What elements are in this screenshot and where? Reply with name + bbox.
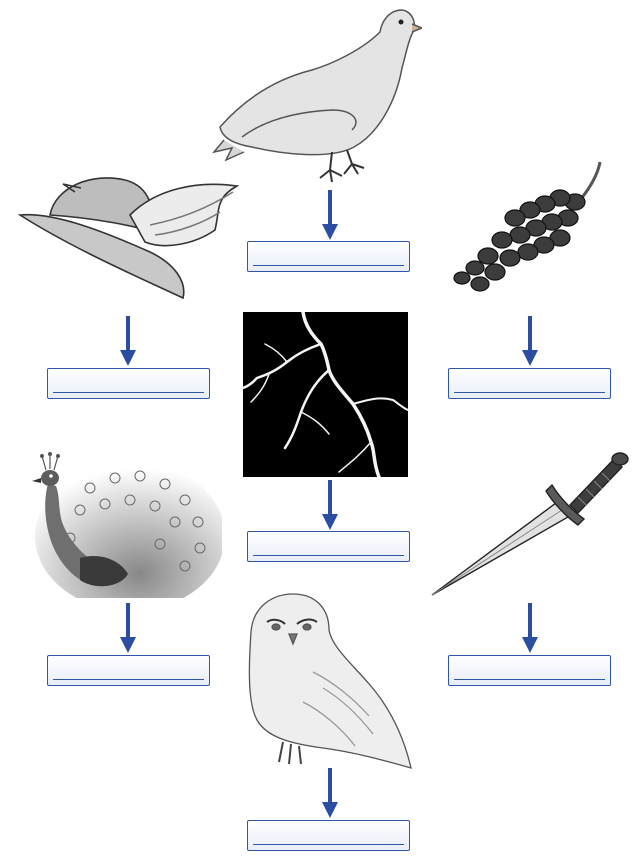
lightning-answer-box[interactable] [247, 531, 410, 562]
lightning-answer-line [253, 555, 404, 556]
dove-answer-input[interactable] [254, 245, 403, 267]
grapes-icon [454, 162, 600, 291]
winged-hat-icon [20, 178, 237, 298]
winged-hat-answer-input[interactable] [54, 372, 203, 394]
dove-answer-line [253, 265, 404, 266]
winged-hat-answer-line [53, 392, 204, 393]
owl-icon [249, 594, 411, 768]
lightning-picture [243, 312, 408, 477]
grapes-arrow [522, 316, 538, 366]
owl-answer-line [253, 844, 404, 845]
dove-arrow [322, 190, 338, 240]
lightning-answer-input[interactable] [254, 535, 403, 557]
grapes-picture [450, 160, 615, 305]
sword-picture [428, 445, 630, 600]
peacock-picture [10, 448, 222, 598]
owl-answer-box[interactable] [247, 820, 410, 851]
peacock-answer-input[interactable] [54, 659, 203, 681]
peacock-arrow [120, 603, 136, 653]
sword-answer-line [454, 679, 605, 680]
peacock-icon [32, 452, 222, 598]
lightning-arrow [322, 480, 338, 530]
peacock-answer-box[interactable] [47, 655, 210, 686]
winged-hat-answer-box[interactable] [47, 368, 210, 399]
peacock-answer-line [53, 679, 204, 680]
grapes-answer-line [454, 392, 605, 393]
winged-hat-arrow [120, 316, 136, 366]
sword-answer-input[interactable] [455, 659, 604, 681]
owl-arrow [322, 768, 338, 818]
dove-picture [212, 2, 422, 187]
sword-icon [432, 453, 628, 595]
grapes-answer-input[interactable] [455, 372, 604, 394]
owl-answer-input[interactable] [254, 824, 403, 846]
sword-answer-box[interactable] [448, 655, 611, 686]
winged-hat-picture [15, 170, 240, 302]
dove-icon [214, 10, 422, 182]
dove-answer-box[interactable] [247, 241, 410, 272]
sword-arrow [522, 603, 538, 653]
grapes-answer-box[interactable] [448, 368, 611, 399]
owl-picture [243, 592, 415, 772]
